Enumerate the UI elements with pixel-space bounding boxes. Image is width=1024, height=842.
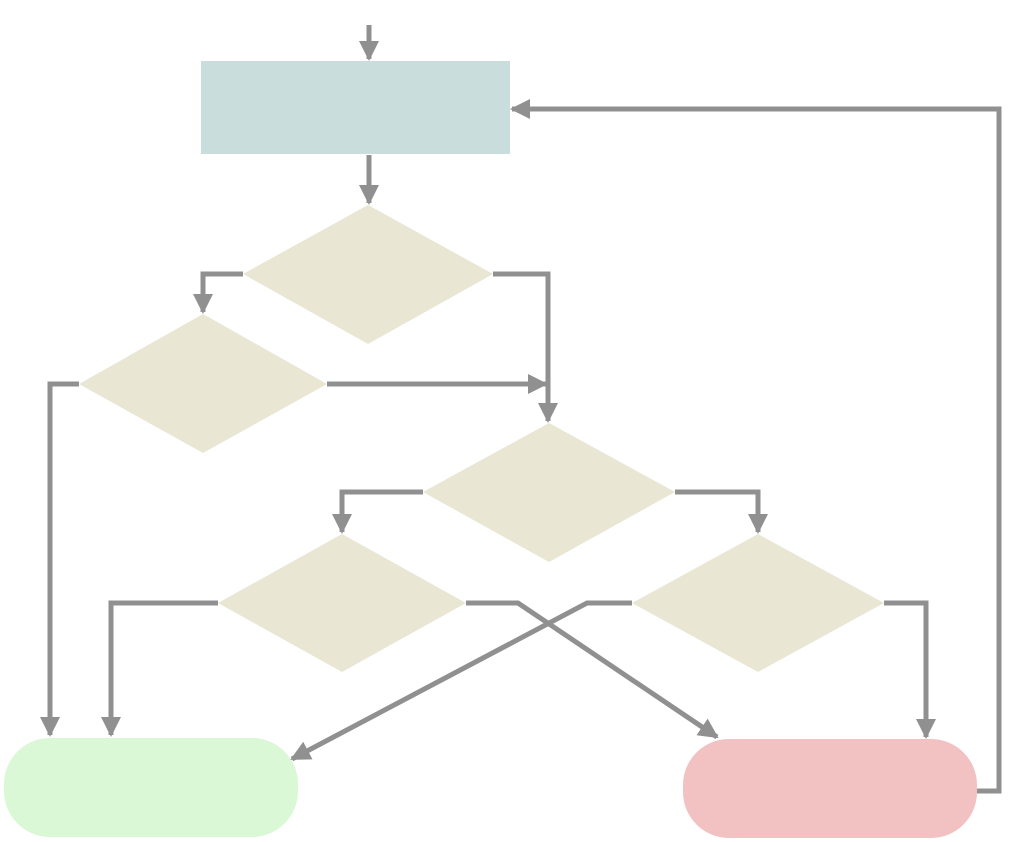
- decision-5-node: [632, 534, 884, 672]
- decision-3-shape: [423, 423, 675, 562]
- process-start-node: [201, 61, 510, 154]
- terminal-failure-node: [683, 739, 977, 838]
- edge-decision-1-to-decision-3: [493, 271, 558, 423]
- terminal-success-shape: [4, 738, 298, 837]
- edge-decision-3-to-decision-4: [332, 489, 423, 534]
- edge-decision-2-to-terminal-success: [40, 381, 79, 737]
- decision-2-shape: [79, 314, 327, 453]
- decision-2-node: [79, 314, 327, 453]
- edge-decision-5-to-terminal-failure: [884, 600, 936, 739]
- decision-1-shape: [243, 205, 493, 344]
- terminal-failure-shape: [683, 739, 977, 838]
- edges: [40, 25, 1002, 794]
- decision-1-node: [243, 205, 493, 344]
- decision-3-node: [423, 423, 675, 562]
- decision-5-shape: [632, 534, 884, 672]
- edge-terminal-failure-to-process-start: [510, 99, 1002, 794]
- terminal-success-node: [4, 738, 298, 837]
- edge-decision-4-to-terminal-success: [101, 600, 218, 737]
- decision-4-shape: [218, 534, 466, 672]
- edge-decision-4-to-terminal-failure: [466, 600, 719, 740]
- decision-4-node: [218, 534, 466, 672]
- nodes: [4, 61, 977, 838]
- process-start-shape: [201, 61, 510, 154]
- edge-decision-3-to-decision-5: [675, 489, 768, 534]
- edge-decision-5-to-terminal-success: [290, 600, 632, 762]
- edge-decision-1-to-decision-2: [193, 271, 243, 314]
